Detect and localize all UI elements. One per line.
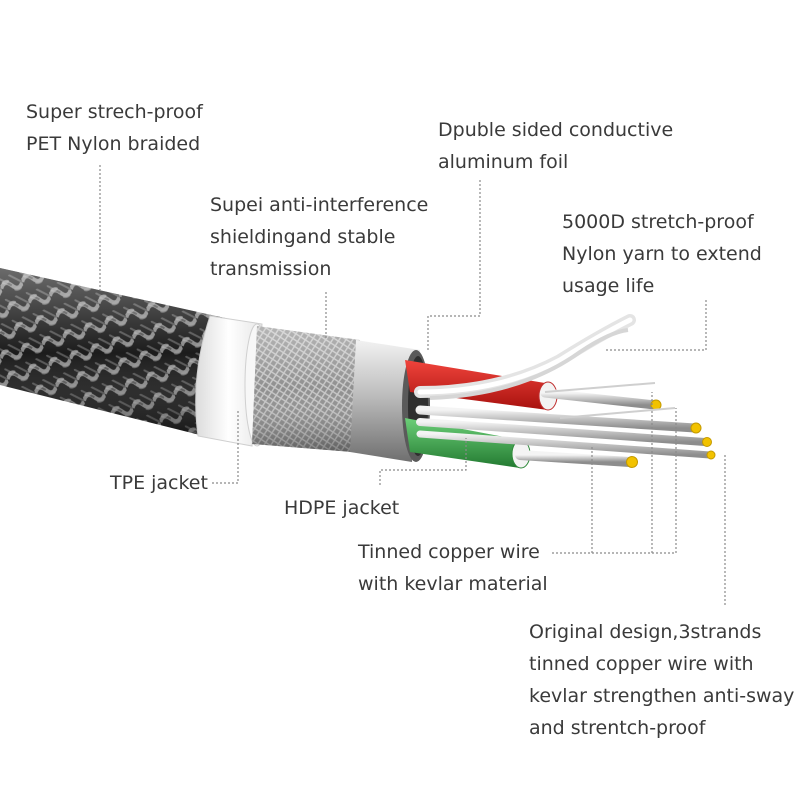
label-tpe-line1: TPE jacket: [110, 472, 208, 494]
label-shield-line1: Supei anti-interference: [210, 194, 429, 216]
leader-yarn: [604, 300, 707, 351]
label-shield: Supei anti-interference shieldingand sta…: [210, 189, 428, 285]
label-braid-line2: PET Nylon braided: [26, 133, 201, 155]
label-original-line1: Original design,3strands: [529, 621, 762, 643]
label-tinned: Tinned copper wire with kevlar material: [358, 536, 548, 600]
label-tinned-line2: with kevlar material: [358, 573, 548, 595]
nylon-yarn: [414, 314, 636, 400]
leader-hdpe: [379, 438, 467, 485]
label-yarn-line3: usage life: [562, 275, 655, 297]
leader-tinned: [552, 392, 677, 554]
label-foil: Dpuble sided conductive aluminum foil: [438, 114, 673, 178]
label-original-line3: kevlar strengthen anti-sway: [529, 685, 795, 707]
label-braid-line1: Super strech-proof: [26, 101, 203, 123]
label-original-line2: tinned copper wire with: [529, 653, 754, 675]
label-braid: Super strech-proof PET Nylon braided: [26, 96, 203, 160]
label-tpe: TPE jacket: [110, 467, 208, 499]
label-hdpe-line1: HDPE jacket: [284, 497, 400, 519]
braided-sheath: [0, 268, 225, 438]
label-yarn-line1: 5000D stretch-proof: [562, 211, 754, 233]
mesh-shielding: [252, 326, 360, 452]
leader-tpe: [212, 410, 239, 484]
label-tinned-line1: Tinned copper wire: [358, 541, 540, 563]
label-foil-line2: aluminum foil: [438, 151, 569, 173]
label-original: Original design,3strands tinned copper w…: [529, 616, 794, 744]
tinned-copper-wires: [415, 382, 716, 468]
leader-foil: [427, 180, 481, 352]
label-original-line4: and strentch-proof: [529, 717, 706, 739]
label-foil-line1: Dpuble sided conductive: [438, 119, 674, 141]
leader-lines: [99, 165, 726, 607]
label-yarn-line2: Nylon yarn to extend: [562, 243, 762, 265]
label-yarn: 5000D stretch-proof Nylon yarn to extend…: [562, 206, 762, 302]
label-shield-line3: transmission: [210, 258, 332, 280]
label-hdpe: HDPE jacket: [284, 492, 399, 524]
label-shield-line2: shieldingand stable: [210, 226, 396, 248]
